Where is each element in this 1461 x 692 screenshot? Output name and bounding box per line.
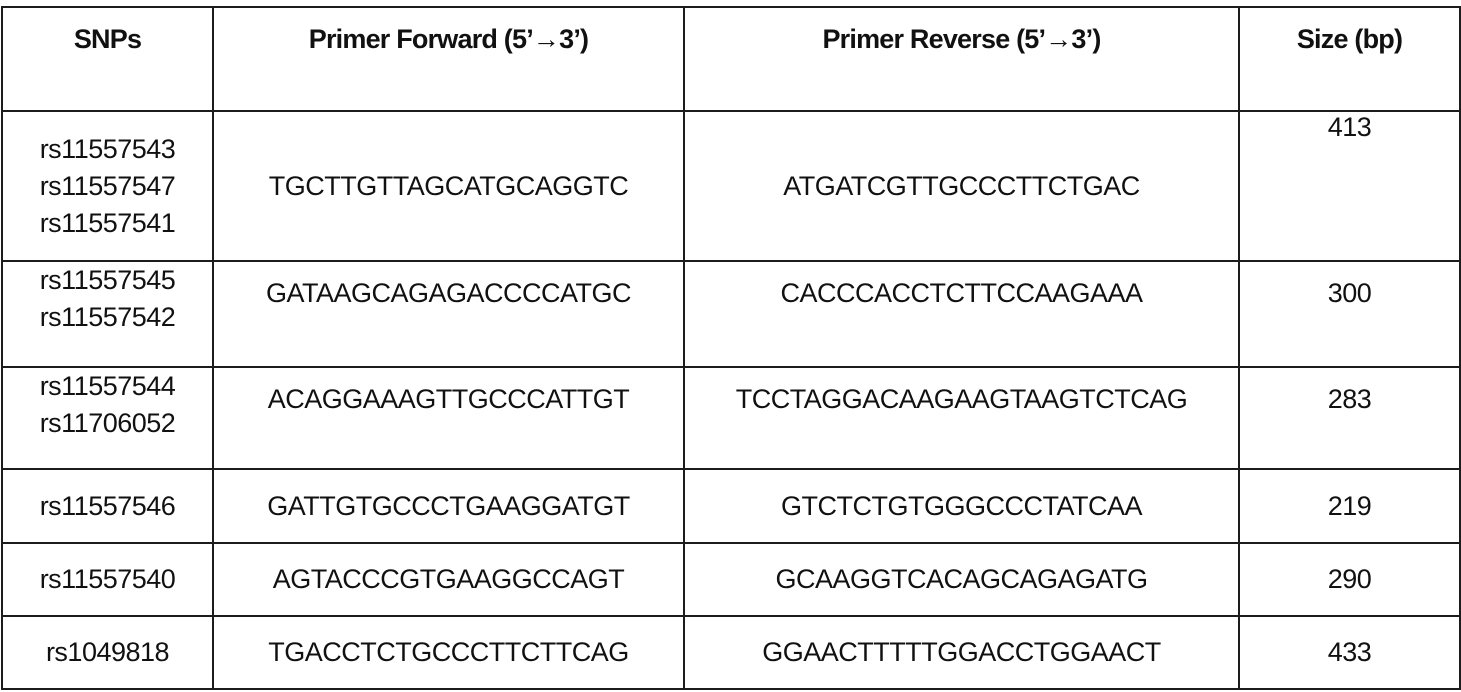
forward-primer-cell: TGCTTGTTAGCATGCAGGTC xyxy=(212,110,685,262)
snp-id: rs11557542 xyxy=(39,302,176,332)
table-row: rs11557544 rs11706052 ACAGGAAAGTTGCCCATT… xyxy=(1,366,1461,470)
snp-id: rs11557544 xyxy=(39,371,176,401)
reverse-primer-cell: ATGATCGTTGCCCTTCTGAC xyxy=(683,110,1240,262)
table-row: rs11557546 GATTGTGCCCTGAAGGATGT GTCTCTGT… xyxy=(1,468,1461,544)
snp-cell: rs11557544 rs11706052 xyxy=(1,366,214,470)
reverse-primer-cell: GTCTCTGTGGGCCCTATCAA xyxy=(683,468,1240,544)
snp-id: rs11557541 xyxy=(39,207,176,238)
snp-cell: rs11557546 xyxy=(1,468,214,544)
table-header-row: SNPs Primer Forward (5’→3’) Primer Rever… xyxy=(1,6,1461,112)
size-cell: 433 xyxy=(1238,615,1461,690)
header-snps: SNPs xyxy=(1,6,214,112)
forward-primer-cell: AGTACCCGTGAAGGCCAGT xyxy=(212,542,685,617)
header-primer-forward: Primer Forward (5’→3’) xyxy=(212,6,685,112)
header-size: Size (bp) xyxy=(1238,6,1461,112)
snp-cell: rs11557545 rs11557542 xyxy=(1,260,214,368)
reverse-primer-cell: GGAACTTTTTGGACCTGGAACT xyxy=(683,615,1240,690)
table-row: rs1049818 TGACCTCTGCCCTTCTTCAG GGAACTTTT… xyxy=(1,615,1461,690)
snp-id: rs11557547 xyxy=(39,170,176,201)
snp-id: rs11706052 xyxy=(39,408,176,438)
forward-primer-cell: ACAGGAAAGTTGCCCATTGT xyxy=(212,366,685,470)
table-row: rs11557540 AGTACCCGTGAAGGCCAGT GCAAGGTCA… xyxy=(1,542,1461,617)
reverse-primer-cell: GCAAGGTCACAGCAGAGATG xyxy=(683,542,1240,617)
snp-id: rs11557545 xyxy=(39,265,176,295)
snp-cell: rs11557543 rs11557547 rs11557541 xyxy=(1,110,214,262)
primer-table: SNPs Primer Forward (5’→3’) Primer Rever… xyxy=(1,6,1461,690)
forward-primer-cell: GATAAGCAGAGACCCCATGC xyxy=(212,260,685,368)
size-cell: 219 xyxy=(1238,468,1461,544)
snp-id: rs11557543 xyxy=(39,133,176,164)
size-cell: 413 xyxy=(1238,110,1461,262)
table-row: rs11557545 rs11557542 GATAAGCAGAGACCCCAT… xyxy=(1,260,1461,368)
reverse-primer-cell: TCCTAGGACAAGAAGTAAGTCTCAG xyxy=(683,366,1240,470)
forward-primer-cell: GATTGTGCCCTGAAGGATGT xyxy=(212,468,685,544)
snp-cell: rs1049818 xyxy=(1,615,214,690)
reverse-primer-cell: CACCCACCTCTTCCAAGAAA xyxy=(683,260,1240,368)
size-cell: 283 xyxy=(1238,366,1461,470)
snp-cell: rs11557540 xyxy=(1,542,214,617)
size-cell: 300 xyxy=(1238,260,1461,368)
header-primer-reverse: Primer Reverse (5’→3’) xyxy=(683,6,1240,112)
size-cell: 290 xyxy=(1238,542,1461,617)
forward-primer-cell: TGACCTCTGCCCTTCTTCAG xyxy=(212,615,685,690)
table-row: rs11557543 rs11557547 rs11557541 TGCTTGT… xyxy=(1,110,1461,262)
